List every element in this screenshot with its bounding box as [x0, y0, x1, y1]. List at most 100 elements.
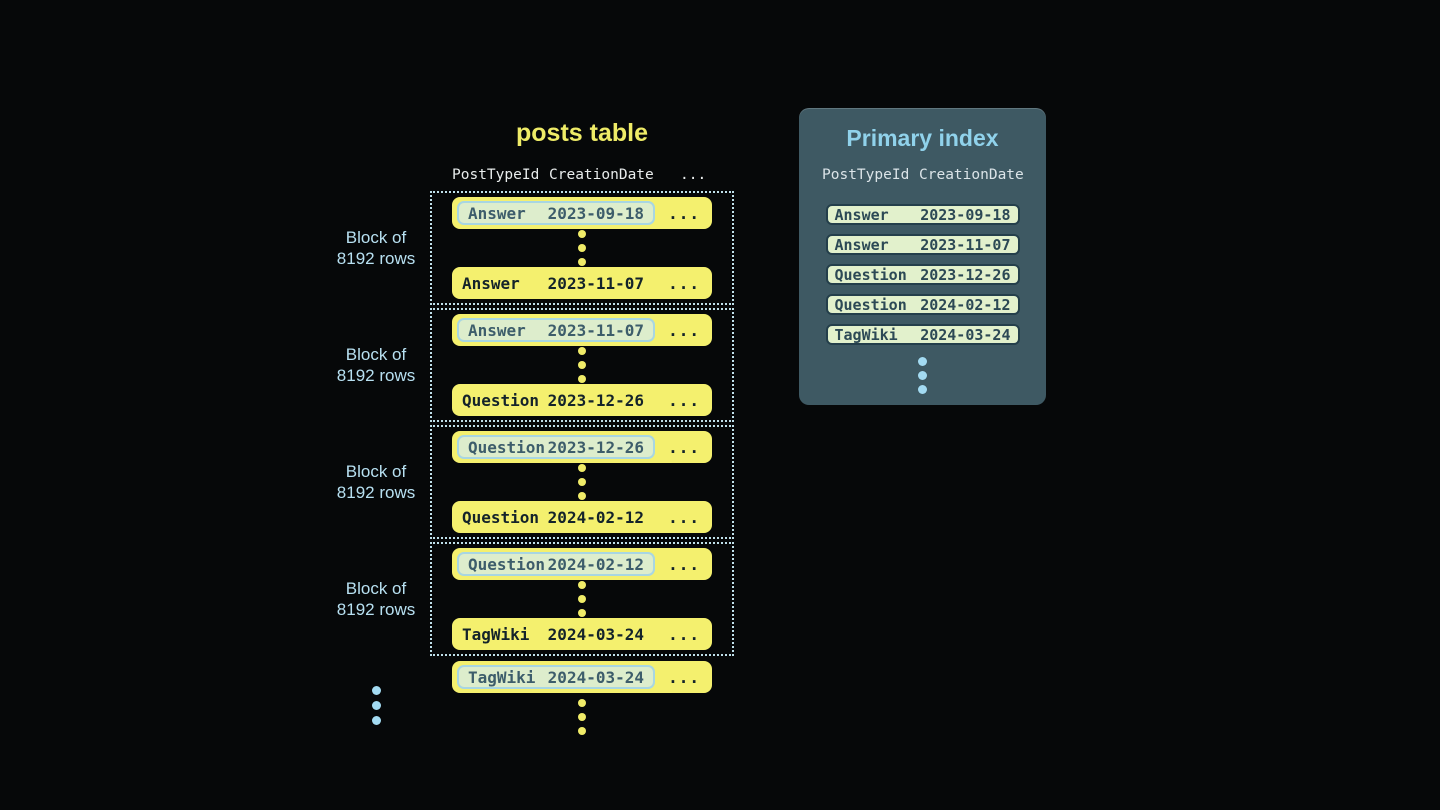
table-row: Answer 2023-09-18 ...: [452, 197, 712, 229]
block-label-line1: Block of: [345, 228, 407, 247]
creationdate-value: 2023-12-26: [547, 437, 644, 457]
column-header-creationdate: CreationDate: [919, 167, 1024, 183]
table-row: TagWiki 2024-03-24 ...: [452, 661, 712, 693]
column-header-posttypeid: PostTypeId: [822, 167, 910, 183]
block-2: Answer 2023-11-07 ... Question 2023-12-26 …: [430, 308, 734, 422]
row-values: Answer 2023-11-07: [452, 271, 660, 295]
creationdate-value: 2023-11-07: [547, 273, 644, 293]
posts-table: posts table PostTypeId CreationDate ... …: [310, 118, 740, 735]
posttypeid-value: Answer: [462, 273, 520, 293]
creationdate-value: 2023-11-07: [920, 235, 1011, 254]
table-row: Question 2023-12-26 ...: [452, 384, 712, 416]
index-entry: Answer 2023-09-18: [825, 204, 1020, 225]
indexed-entry-highlight: Answer 2023-11-07: [457, 318, 655, 342]
creationdate-value: 2023-11-07: [547, 320, 644, 340]
indexed-entry-highlight: TagWiki 2024-03-24: [457, 665, 655, 689]
creationdate-value: 2024-02-12: [547, 554, 644, 574]
column-header-posttypeid: PostTypeId: [452, 167, 540, 183]
table-row: Answer 2023-11-07 ...: [452, 267, 712, 299]
posttypeid-value: Question: [834, 295, 907, 314]
posttypeid-value: Answer: [468, 203, 526, 223]
posts-table-blocks: Block of 8192 rows Answer 2023-09-18 ... …: [310, 191, 740, 656]
creationdate-value: 2024-02-12: [920, 295, 1011, 314]
creationdate-value: 2024-03-24: [547, 667, 644, 687]
block-label-3: Block of 8192 rows: [310, 425, 430, 539]
row-ellipsis: ...: [668, 203, 700, 223]
creationdate-value: 2023-12-26: [547, 390, 644, 410]
posttypeid-value: Question: [462, 507, 540, 527]
ellipsis-dots-vertical: [578, 581, 586, 617]
table-row: Answer 2023-11-07 ...: [452, 314, 712, 346]
ellipsis-dots-vertical: [578, 230, 586, 266]
primary-index-panel: Primary index PostTypeId CreationDate An…: [799, 108, 1046, 405]
ellipsis-dots-vertical: [578, 464, 586, 500]
row-ellipsis: ...: [668, 320, 700, 340]
creationdate-value: 2024-02-12: [547, 507, 644, 527]
posttypeid-value: Question: [462, 390, 540, 410]
block-label-line2: 8192 rows: [336, 249, 416, 268]
posttypeid-value: Answer: [468, 320, 526, 340]
posttypeid-value: TagWiki: [468, 667, 536, 687]
block-label-2: Block of 8192 rows: [310, 308, 430, 422]
block-1: Answer 2023-09-18 ... Answer 2023-11-07 ..…: [430, 191, 734, 305]
column-header-more: ...: [680, 167, 707, 183]
row-ellipsis: ...: [668, 273, 700, 293]
ellipsis-dots-vertical: [578, 347, 586, 383]
row-ellipsis: ...: [668, 437, 700, 457]
row-values: Question 2024-02-12: [452, 505, 660, 529]
row-ellipsis: ...: [668, 667, 700, 687]
posttypeid-value: TagWiki: [834, 325, 898, 344]
block-label-line1: Block of: [345, 579, 407, 598]
block-label-line2: 8192 rows: [336, 600, 416, 619]
row-ellipsis: ...: [668, 390, 700, 410]
block-label-line2: 8192 rows: [336, 483, 416, 502]
posttypeid-value: Answer: [834, 235, 889, 254]
indexed-entry-highlight: Answer 2023-09-18: [457, 201, 655, 225]
posttypeid-value: Question: [834, 265, 907, 284]
block-label-1: Block of 8192 rows: [310, 191, 430, 305]
table-row: Question 2024-02-12 ...: [452, 501, 712, 533]
posts-table-tail: TagWiki 2024-03-24 ...: [310, 660, 740, 735]
creationdate-value: 2023-09-18: [547, 203, 644, 223]
ellipsis-dots-vertical: [371, 686, 381, 725]
posttypeid-value: Question: [468, 554, 546, 574]
row-ellipsis: ...: [668, 507, 700, 527]
index-entry: TagWiki 2024-03-24: [825, 324, 1020, 345]
row-ellipsis: ...: [668, 624, 700, 644]
block-row-1: Block of 8192 rows Answer 2023-09-18 ... …: [310, 191, 740, 305]
posttypeid-value: TagWiki: [462, 624, 530, 644]
posts-table-column-headers: PostTypeId CreationDate ...: [430, 167, 740, 187]
row-values: TagWiki 2024-03-24: [452, 622, 660, 646]
row-ellipsis: ...: [668, 554, 700, 574]
row-values: Question 2023-12-26: [452, 388, 660, 412]
primary-index-rows: Answer 2023-09-18 Answer 2023-11-07 Questi…: [799, 204, 1046, 345]
more-blocks-indicator: [310, 660, 430, 735]
creationdate-value: 2024-03-24: [547, 624, 644, 644]
block-row-2: Block of 8192 rows Answer 2023-11-07 ... …: [310, 308, 740, 422]
overflow-row-area: TagWiki 2024-03-24 ...: [430, 660, 734, 735]
posttypeid-value: Answer: [834, 205, 889, 224]
creationdate-value: 2023-09-18: [920, 205, 1011, 224]
block-label-4: Block of 8192 rows: [310, 542, 430, 656]
column-header-creationdate: CreationDate: [549, 167, 654, 183]
creationdate-value: 2024-03-24: [920, 325, 1011, 344]
block-label-line1: Block of: [345, 462, 407, 481]
primary-index-title: Primary index: [846, 125, 999, 151]
primary-index-column-headers: PostTypeId CreationDate: [799, 167, 1046, 185]
block-label-line1: Block of: [345, 345, 407, 364]
ellipsis-dots-vertical: [799, 357, 1046, 394]
block-label-line2: 8192 rows: [336, 366, 416, 385]
table-row: TagWiki 2024-03-24 ...: [452, 618, 712, 650]
index-entry: Answer 2023-11-07: [825, 234, 1020, 255]
posts-table-title: posts table: [516, 119, 648, 147]
